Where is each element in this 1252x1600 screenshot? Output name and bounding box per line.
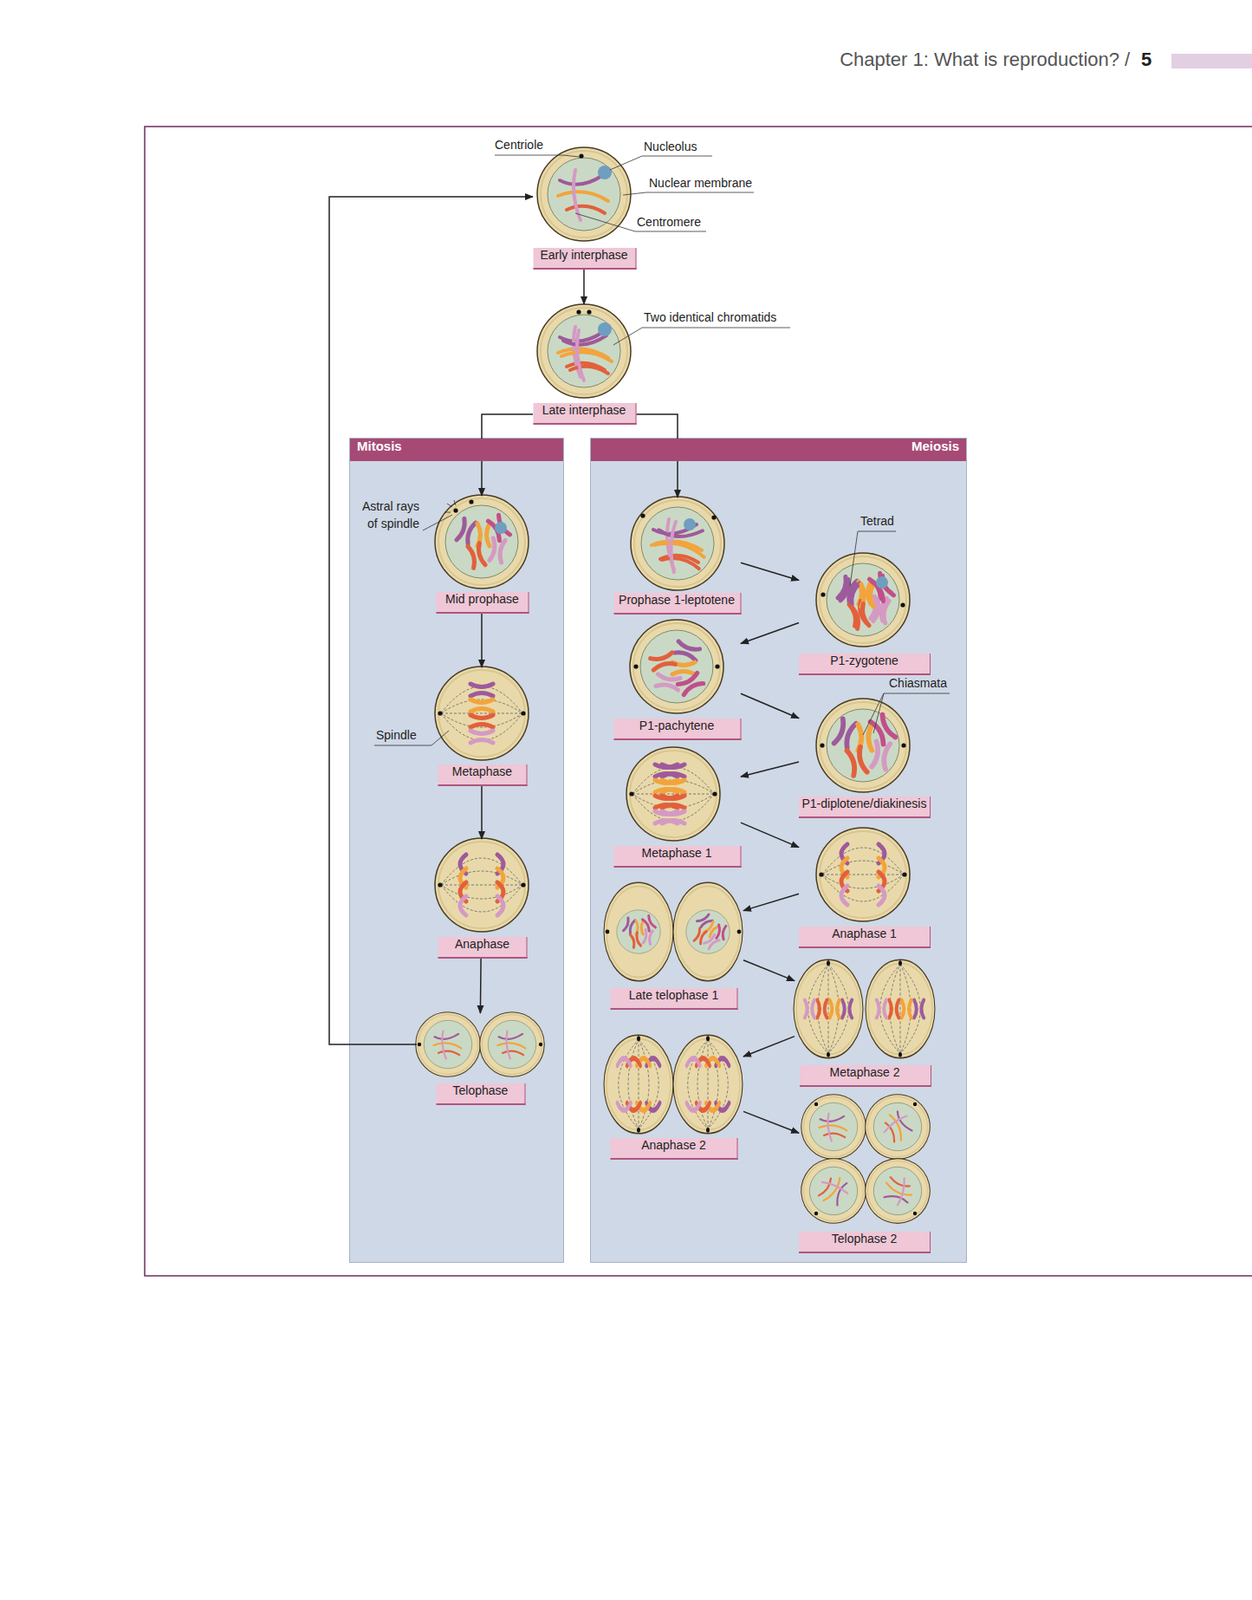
- callout-label: Tetrad: [860, 513, 895, 529]
- panel-title: Mitosis: [356, 438, 403, 454]
- callout-label: Astral rays of spindle: [350, 497, 420, 532]
- stage-arrow: [480, 785, 483, 839]
- stage-arrow: [480, 613, 483, 668]
- callout-label: Nuclear membrane: [648, 175, 753, 191]
- page-header: 5: [1141, 48, 1152, 72]
- stage-label: P1-pachytene: [613, 718, 741, 740]
- panel-header: Mitosis: [350, 438, 564, 461]
- stage-arrow: [583, 269, 585, 305]
- callout-label: Nucleolus: [643, 139, 697, 155]
- stage-label: Prophase 1-leptotene: [613, 592, 741, 615]
- page-header: /: [1124, 48, 1130, 72]
- callout-label: Two identical chromatids: [643, 310, 777, 325]
- stage-label: P1-diplotene/diakinesis: [798, 796, 931, 818]
- callout-label: Spindle: [376, 727, 417, 743]
- stage-label: Telophase: [436, 1083, 526, 1105]
- callout-label: Centriole: [494, 137, 544, 153]
- stage-label: P1-zygotene: [798, 653, 931, 675]
- stage-label: Early interphase: [532, 247, 636, 270]
- stage-label: Metaphase 1: [613, 845, 741, 868]
- stage-label: Telophase 2: [798, 1231, 931, 1253]
- stage-label: Anaphase 2: [610, 1137, 739, 1160]
- callout-label: Centromere: [636, 214, 701, 230]
- stage-label: Anaphase: [438, 936, 528, 959]
- panel-header: Meiosis: [590, 438, 967, 461]
- callout-label: Chiasmata: [888, 675, 948, 691]
- stage-label: Metaphase: [438, 764, 528, 786]
- stage-label: Late telophase 1: [610, 987, 739, 1010]
- stage-label: Late interphase: [532, 402, 636, 425]
- panel-title: Meiosis: [911, 438, 960, 454]
- stage-label: Anaphase 1: [798, 926, 931, 948]
- stage-label: Mid prophase: [436, 591, 530, 614]
- stage-label: Metaphase 2: [799, 1064, 932, 1087]
- page-header: Chapter 1: What is reproduction?: [839, 48, 1120, 72]
